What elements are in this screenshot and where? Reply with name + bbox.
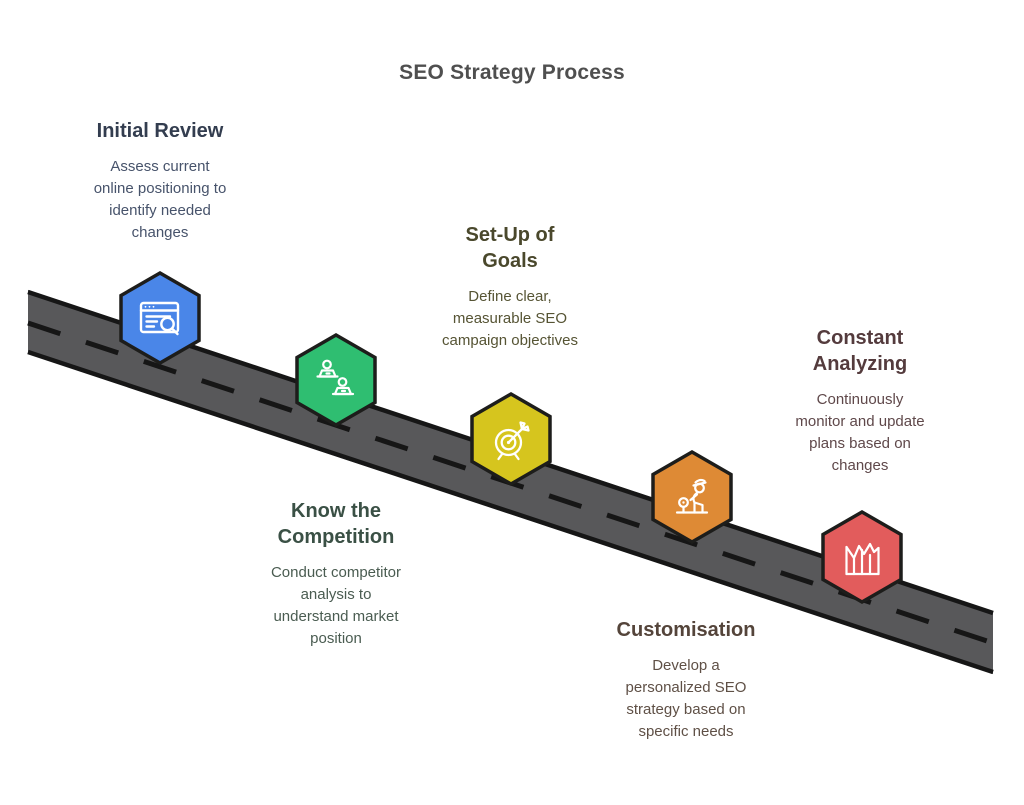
road-bottom-edge [27,349,994,675]
step-description: Assess current online positioning to ide… [93,158,227,241]
hexagon-customisation [651,449,733,545]
step-heading: Customisation [616,619,756,641]
target-goal-icon [494,421,530,461]
step-description: Develop a personalized SEO strategy base… [625,657,747,740]
step-constant-analyzing-text: Constant Analyzing Continuously monitor … [750,325,970,477]
step-heading: Know the Competition [277,500,395,548]
hexagon-shape [119,270,201,366]
step-heading: Initial Review [96,120,224,142]
competitor-analysis-icon [316,359,355,396]
personalization-icon [675,478,709,514]
hexagon-constant-analyzing [821,509,903,605]
hexagon-shape [651,449,733,545]
hexagon-initial-review [119,270,201,366]
step-initial-review-text: Initial Review Assess current online pos… [50,118,270,244]
hexagon-know-the-competition [295,332,377,428]
hexagon-shape [295,332,377,428]
hexagon-set-up-of-goals [470,391,552,487]
step-heading: Set-Up of Goals [465,224,555,272]
step-heading: Constant Analyzing [812,327,908,375]
step-know-the-competition-text: Know the Competition Conduct competitor … [226,498,446,650]
step-customisation-text: Customisation Develop a personalized SEO… [576,617,796,743]
step-description: Continuously monitor and update plans ba… [795,391,925,474]
step-description: Define clear, measurable SEO campaign ob… [442,288,578,349]
analytics-chart-icon [845,542,880,576]
step-description: Conduct competitor analysis to understan… [270,564,402,647]
page-title: SEO Strategy Process [399,61,625,84]
step-set-up-of-goals-text: Set-Up of Goals Define clear, measurable… [400,222,620,352]
browser-search-icon [139,301,180,336]
